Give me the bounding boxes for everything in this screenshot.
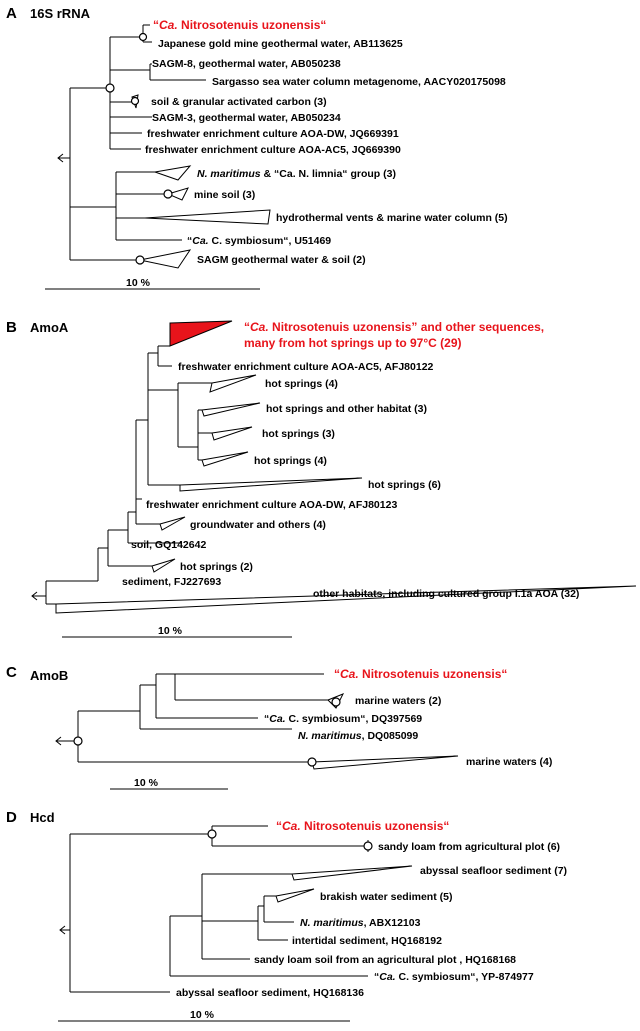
leaf-label: SAGM-8, geothermal water, AB050238 [152,58,341,70]
root-arrow-a [57,153,66,163]
leaf-label: “Ca. C. symbiosum“, DQ397569 [264,713,422,725]
panel-letter-b: B [6,319,17,336]
leaf-label: marine waters (2) [355,695,441,707]
leaf-label: freshwater enrichment culture AOA-DW, JQ… [147,128,399,140]
leaf-label: hot springs (2) [180,561,253,573]
leaf-label: Sargasso sea water column metagenome, AA… [212,76,506,88]
leaf-label: abyssal seafloor sediment, HQ168136 [176,987,364,999]
leaf-labels-b: “Ca. Nitrosotenuis uzonensis” and other … [122,320,579,600]
leaf-label: soil & granular activated carbon (3) [151,96,327,108]
leaf-label: “Ca. Nitrosotenuis uzonensis“ [153,18,326,32]
leaf-label: brakish water sediment (5) [320,891,452,903]
collapsed-clades-d [275,865,413,903]
panel-b: B AmoA [6,319,637,638]
leaf-label: freshwater enrichment culture AOA-AC5, A… [178,361,434,373]
panel-letter-c: C [6,664,17,681]
leaf-label: hot springs and other habitat (3) [266,403,427,415]
leaf-label: “Ca. C. symbiosum“, YP-874977 [374,971,534,983]
leaf-label: abyssal seafloor sediment (7) [420,865,567,877]
leaf-label: SAGM-3, geothermal water, AB050234 [152,112,341,124]
nodes-c [73,697,341,767]
leaf-label: sandy loam from agricultural plot (6) [378,841,560,853]
panel-title-a: 16S rRNA [30,6,91,21]
scale-label-c: 10 % [134,777,159,789]
leaf-label: “Ca. Nitrosotenuis uzonensis“ [334,667,507,681]
leaf-label: N. maritimus & “Ca. N. limnia“ group (3) [197,168,396,180]
tree-branches-d [60,825,368,993]
tree-branches-a [58,24,206,261]
leaf-label: sandy loam soil from an agricultural plo… [254,954,516,966]
leaf-label: hot springs (6) [368,479,441,491]
scale-label-b: 10 % [158,625,183,637]
panel-d: D Hcd [6,809,567,1022]
leaf-label: “Ca. C. symbiosum“, U51469 [187,235,331,247]
panel-title-c: AmoB [30,668,68,683]
leaf-label: N. maritimus, ABX12103 [300,917,421,929]
leaf-label-highlight: “Ca. Nitrosotenuis uzonensis” and other … [244,320,544,334]
leaf-labels-a: “Ca. Nitrosotenuis uzonensis“ Japanese g… [145,18,508,266]
panel-letter-d: D [6,809,17,826]
leaf-label: hot springs (4) [265,378,338,390]
leaf-label: N. maritimus, DQ085099 [298,730,418,742]
panel-c: C AmoB [6,664,552,790]
leaf-label: other habitats, including cultured group… [313,588,579,600]
panel-a: A 16S rRNA [6,5,508,290]
panel-title-d: Hcd [30,810,55,825]
leaf-label: intertidal sediment, HQ168192 [292,935,442,947]
collapsed-clades-b [55,320,637,614]
leaf-label: mine soil (3) [194,189,255,201]
panel-title-b: AmoA [30,320,69,335]
leaf-labels-c: “Ca. Nitrosotenuis uzonensis“ marine wat… [264,667,552,768]
leaf-label: “Ca. Nitrosotenuis uzonensis“ [276,819,449,833]
leaf-label: hot springs (3) [262,428,335,440]
leaf-label: freshwater enrichment culture AOA-DW, AF… [146,499,397,511]
scale-label-d: 10 % [190,1009,215,1021]
leaf-label: freshwater enrichment culture AOA-AC5, J… [145,144,401,156]
leaf-label: marine waters (4) [466,756,552,768]
panel-letter-a: A [6,5,17,22]
scale-label-a: 10 % [126,277,151,289]
leaf-labels-d: “Ca. Nitrosotenuis uzonensis“ sandy loam… [176,819,567,999]
nodes-a [105,32,173,265]
tree-branches-b [38,345,212,605]
leaf-label-highlight: many from hot springs up to 97°C (29) [244,336,462,350]
leaf-label: hot springs (4) [254,455,327,467]
leaf-label: hydrothermal vents & marine water column… [276,212,508,224]
root-arrow-c [55,736,70,746]
root-arrow-d [59,925,70,935]
leaf-label: groundwater and others (4) [190,519,326,531]
root-arrow-b [31,591,46,601]
leaf-label: SAGM geothermal water & soil (2) [197,254,366,266]
leaf-label: sediment, FJ227693 [122,576,221,588]
leaf-label: Japanese gold mine geothermal water, AB1… [158,38,403,50]
leaf-label: soil, GQ142642 [131,539,206,551]
nodes-d [207,829,373,852]
